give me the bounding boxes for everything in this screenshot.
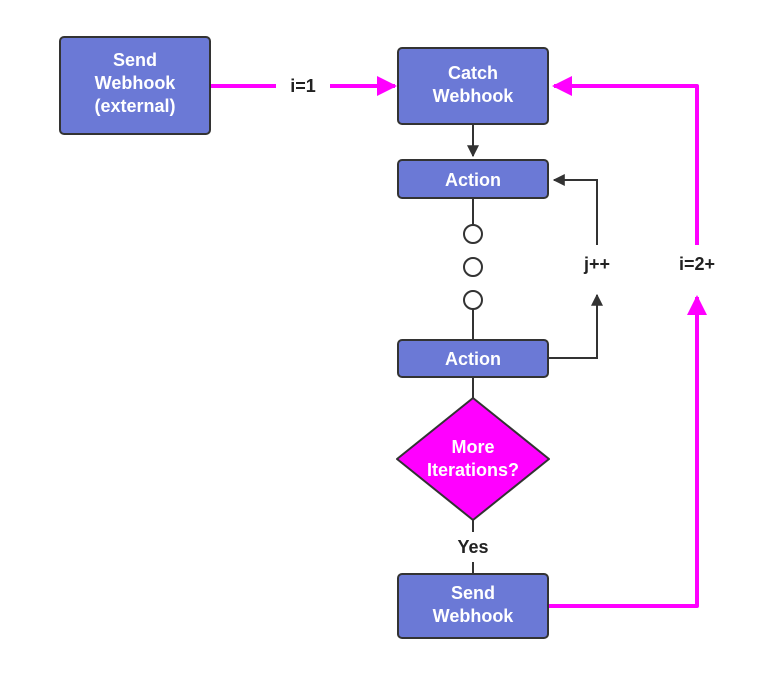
node-send-line-1: Send — [451, 583, 495, 603]
node-action-last-label: Action — [445, 349, 501, 369]
edge-label-i-2-plus: i=2+ — [679, 254, 715, 274]
edge-label-i-1: i=1 — [290, 76, 316, 96]
node-decision-more-iterations: More Iterations? — [396, 397, 550, 521]
edge-outer-loop-back — [552, 76, 699, 245]
edge-label-j-plus-plus: j++ — [583, 254, 610, 274]
node-decision-line-1: More — [451, 437, 494, 457]
node-action-first-label: Action — [445, 170, 501, 190]
node-send-line-2: Webhook — [433, 606, 515, 626]
node-send-webhook-external: Send Webhook (external) — [59, 36, 211, 135]
edge-outer-loop-up — [548, 295, 707, 608]
node-catch-line-2: Webhook — [433, 86, 515, 106]
node-send-external-line-1: Send — [113, 50, 157, 70]
node-action-first: Action — [397, 159, 549, 199]
node-send-webhook: Send Webhook — [397, 573, 549, 639]
node-decision-line-2: Iterations? — [427, 460, 519, 480]
node-send-external-line-2: Webhook — [95, 73, 177, 93]
ellipsis-circle-3 — [463, 290, 483, 310]
node-send-external-line-3: (external) — [94, 96, 175, 116]
edge-inner-loop-back — [552, 174, 598, 245]
node-catch-line-1: Catch — [448, 63, 498, 83]
ellipsis-circle-1 — [463, 224, 483, 244]
ellipsis-circle-2 — [463, 257, 483, 277]
node-catch-webhook: Catch Webhook — [397, 47, 549, 125]
edge-label-yes: Yes — [457, 537, 488, 557]
node-action-last: Action — [397, 339, 549, 378]
edge-inner-loop-up — [548, 293, 603, 359]
